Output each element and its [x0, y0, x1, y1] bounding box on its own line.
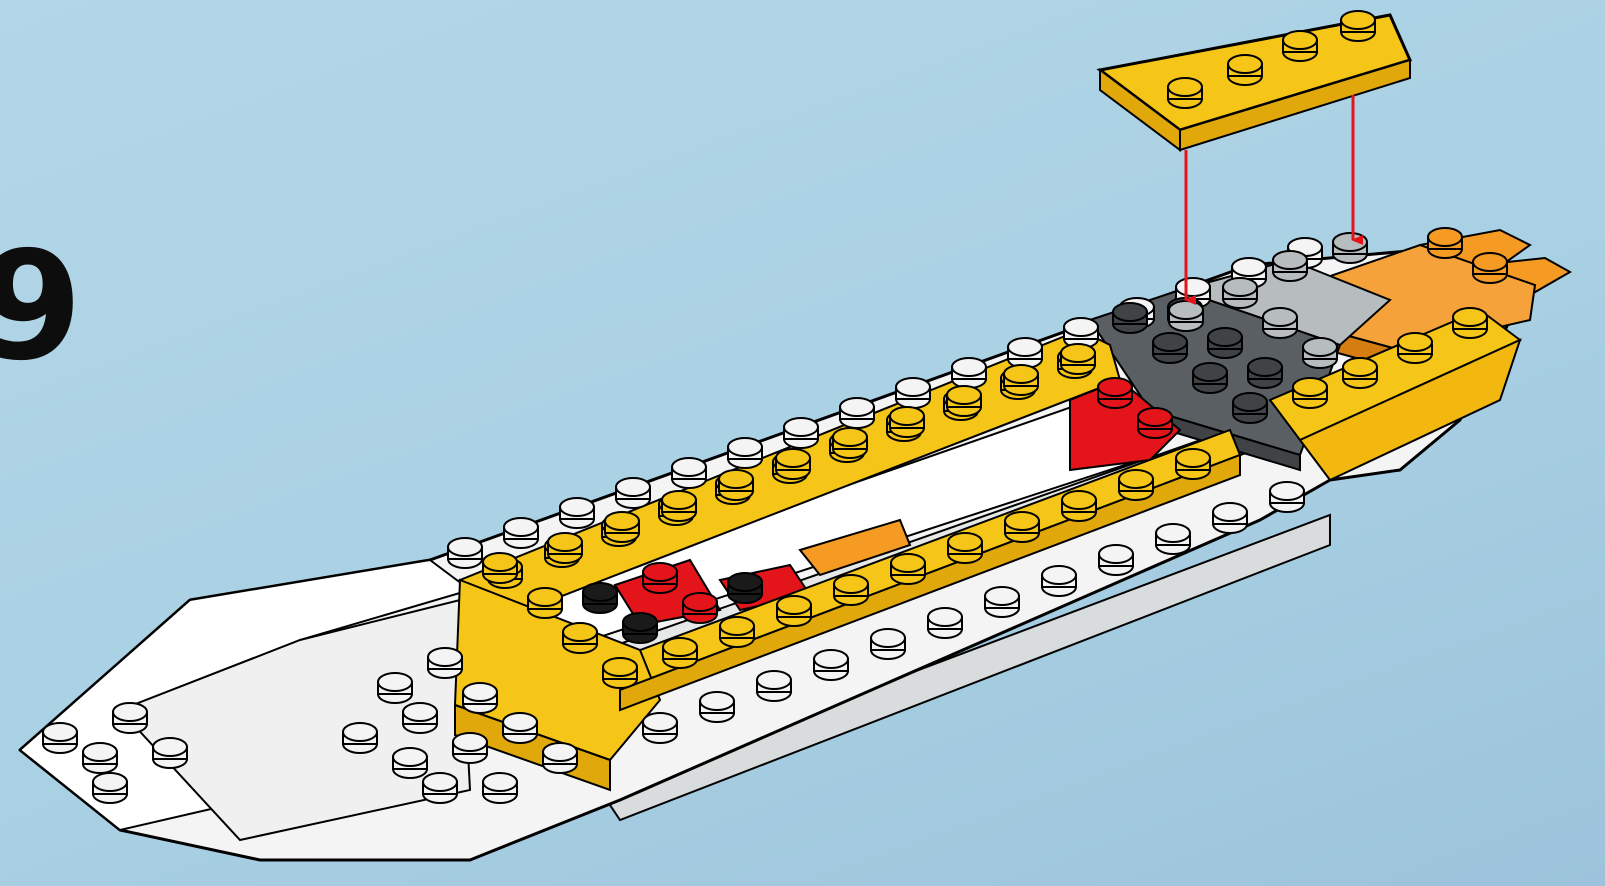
bow-stud [463, 683, 497, 713]
deck-stud [603, 658, 637, 688]
deck-stud [1176, 449, 1210, 479]
light-gray-stud [1169, 301, 1203, 331]
hull-stud [814, 650, 848, 680]
hull-stud [1042, 566, 1076, 596]
deck-stud [605, 512, 639, 542]
bow-stud [153, 738, 187, 768]
deck-stud [1061, 344, 1095, 374]
hull-stud [643, 713, 677, 743]
bow-stud [403, 703, 437, 733]
hull-stud [616, 478, 650, 508]
red-stud [643, 563, 677, 593]
hull-stud [1270, 482, 1304, 512]
deck-stud [948, 533, 982, 563]
light-gray-stud [1223, 278, 1257, 308]
orange-stud [1428, 228, 1462, 258]
deck-stud [719, 470, 753, 500]
wedge-stud [1283, 31, 1317, 61]
deck-stud [777, 596, 811, 626]
deck-stud [563, 623, 597, 653]
orange-stud [1473, 253, 1507, 283]
deck-stud [833, 428, 867, 458]
deck-stud [947, 386, 981, 416]
deck-stud [776, 449, 810, 479]
dark-gray-stud [1193, 363, 1227, 393]
bow-stud [43, 723, 77, 753]
wedge-stud [1341, 11, 1375, 41]
deck-stud [890, 407, 924, 437]
dark-gray-stud [1208, 328, 1242, 358]
deck-stud [834, 575, 868, 605]
bow-stud [83, 743, 117, 773]
black-stud [728, 573, 762, 603]
dark-gray-stud [1233, 393, 1267, 423]
light-gray-stud [1263, 308, 1297, 338]
hull-stud [896, 378, 930, 408]
bow-stud [503, 713, 537, 743]
hull-stud [1213, 503, 1247, 533]
hull-stud [1099, 545, 1133, 575]
dark-gray-stud [1113, 303, 1147, 333]
hull-stud [757, 671, 791, 701]
hull-stud [1008, 338, 1042, 368]
hull-stud [728, 438, 762, 468]
black-stud [583, 583, 617, 613]
deck-stud [548, 533, 582, 563]
hull-stud [840, 398, 874, 428]
red-stud [1138, 408, 1172, 438]
hull-stud [952, 358, 986, 388]
bow-stud [393, 748, 427, 778]
deck-stud [1004, 365, 1038, 395]
dark-gray-stud [1248, 358, 1282, 388]
bow-stud [113, 703, 147, 733]
deck-stud [1005, 512, 1039, 542]
red-stud [683, 593, 717, 623]
deck-stud [662, 491, 696, 521]
bow-stud [428, 648, 462, 678]
light-gray-stud [1333, 233, 1367, 263]
wedge-stud [1168, 78, 1202, 108]
bow-stud [378, 673, 412, 703]
deck-stud [528, 588, 562, 618]
hull-stud [448, 538, 482, 568]
deck-stud [483, 553, 517, 583]
hull-stud [928, 608, 962, 638]
bow-stud [93, 773, 127, 803]
deck-stud [1343, 358, 1377, 388]
deck-stud [1119, 470, 1153, 500]
dark-gray-stud [1153, 333, 1187, 363]
bow-stud [343, 723, 377, 753]
hull-stud [672, 458, 706, 488]
hull-stud [871, 629, 905, 659]
hull-stud [784, 418, 818, 448]
hull-stud [1156, 524, 1190, 554]
light-gray-stud [1273, 251, 1307, 281]
black-stud [623, 613, 657, 643]
bow-stud [483, 773, 517, 803]
hull-stud [504, 518, 538, 548]
deck-stud [891, 554, 925, 584]
deck-stud [1293, 378, 1327, 408]
wedge-stud [1228, 55, 1262, 85]
red-stud [1098, 378, 1132, 408]
deck-stud [1398, 333, 1432, 363]
deck-stud [1453, 308, 1487, 338]
deck-stud [1062, 491, 1096, 521]
hull-stud [560, 498, 594, 528]
bow-stud [543, 743, 577, 773]
deck-stud [663, 638, 697, 668]
bow-stud [453, 733, 487, 763]
light-gray-stud [1303, 338, 1337, 368]
hull-stud [700, 692, 734, 722]
deck-stud [720, 617, 754, 647]
hull-stud [985, 587, 1019, 617]
bow-stud [423, 773, 457, 803]
